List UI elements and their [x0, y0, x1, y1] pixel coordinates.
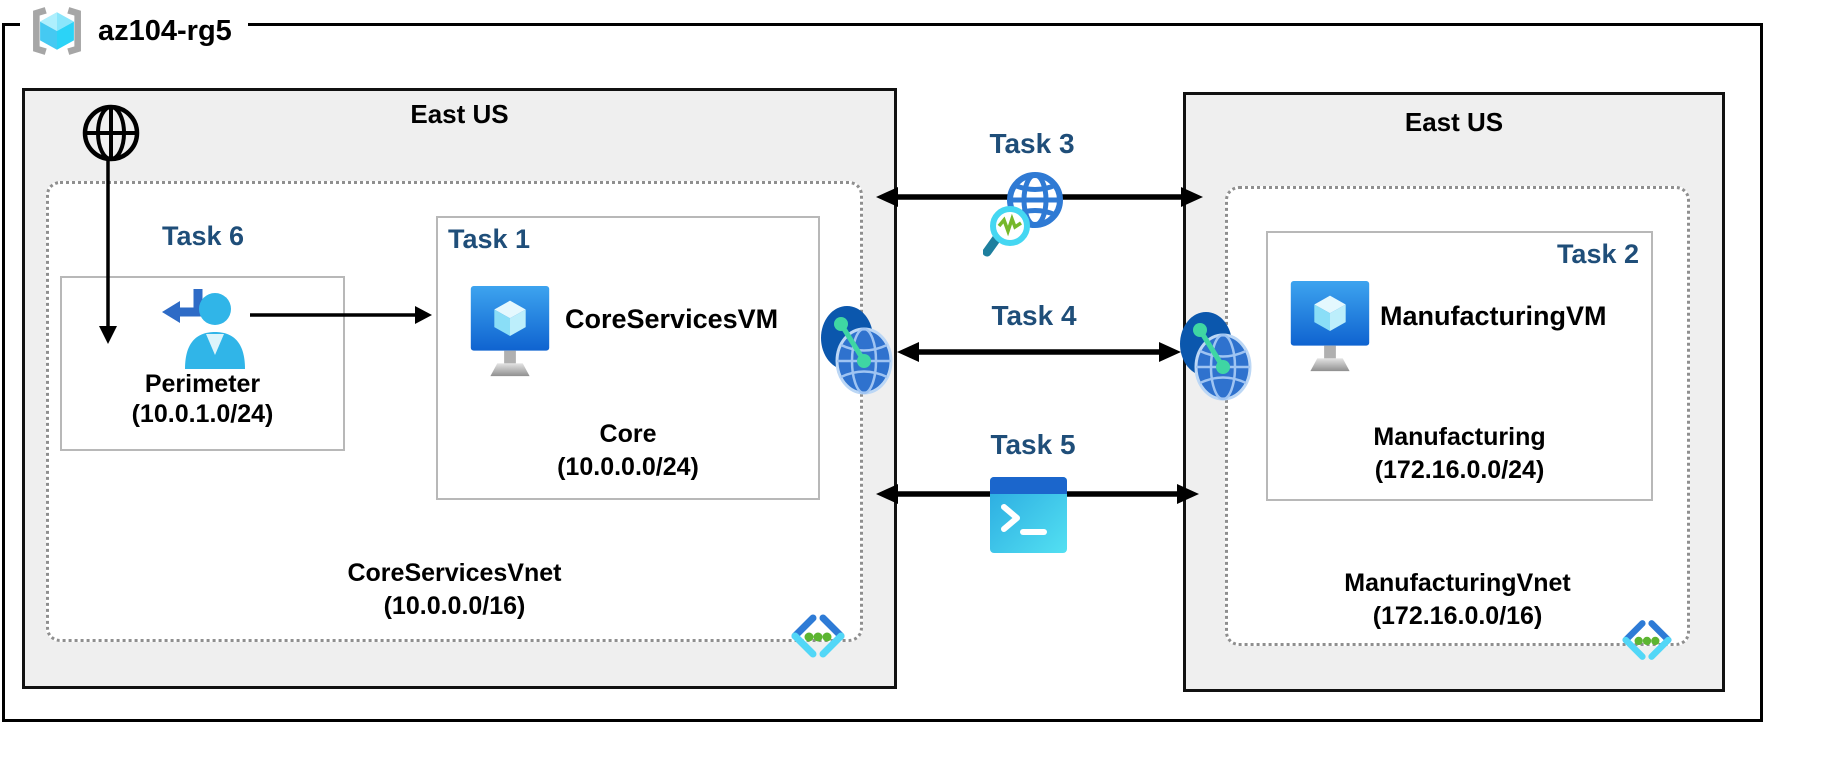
core-services-vm-name: CoreServicesVM [565, 304, 779, 334]
perimeter-name: Perimeter [144, 370, 261, 398]
region-right-east-us: East US Task 2 ManufacturingVM Manufactu… [1183, 92, 1725, 692]
task2-label: Task 2 [1556, 239, 1639, 269]
region-left-east-us: East US Task 6 Perimeter (10.0.1.0/24) T… [22, 88, 897, 689]
vnet-peering-icon [821, 306, 893, 395]
task4-label: Task 4 [991, 300, 1077, 331]
perimeter-subnet-box: Perimeter (10.0.1.0/24) [60, 276, 345, 451]
manufacturing-vnet-label: ManufacturingVnet (172.16.0.0/16) [1225, 567, 1690, 633]
manufacturing-subnet-cidr: (172.16.0.0/24) [1374, 456, 1545, 484]
core-services-vnet-cidr: (10.0.0.0/16) [383, 592, 526, 620]
code-brackets-icon [791, 614, 845, 658]
virtual-machine-icon [470, 285, 550, 377]
core-subnet-cidr: (10.0.0.0/24) [557, 453, 699, 481]
core-services-vnet-label: CoreServicesVnet (10.0.0.0/16) [46, 557, 863, 623]
virtual-machine-icon [1290, 280, 1370, 372]
manufacturing-vnet-cidr: (172.16.0.0/16) [1372, 602, 1543, 630]
manufacturing-vnet-name: ManufacturingVnet [1344, 569, 1571, 597]
network-watcher-icon [983, 172, 1063, 257]
region-right-title: East US [1404, 107, 1504, 137]
task2-box: Task 2 ManufacturingVM Manufacturing (17… [1266, 231, 1653, 501]
core-services-vnet-name: CoreServicesVnet [347, 559, 562, 587]
manufacturing-subnet-label: Manufacturing (172.16.0.0/24) [1268, 421, 1651, 487]
resource-group-name: az104-rg5 [98, 14, 232, 47]
resource-group-box [2, 23, 1763, 722]
cloud-shell-icon [990, 477, 1067, 553]
vnet-peering-icon [1180, 312, 1252, 401]
task1-box: Task 1 CoreServicesVM C [436, 216, 820, 500]
guest-user-icon [161, 289, 245, 369]
core-subnet-label: Core (10.0.0.0/24) [438, 418, 818, 484]
core-subnet-name: Core [599, 420, 657, 448]
task1-label: Task 1 [448, 224, 531, 254]
resource-group-label: az104-rg5 [20, 4, 248, 58]
resource-group-icon [33, 7, 81, 55]
code-brackets-icon [1622, 620, 1672, 660]
manufacturing-vm-name: ManufacturingVM [1380, 301, 1607, 331]
manufacturing-subnet-name: Manufacturing [1373, 423, 1546, 451]
task5-label: Task 5 [990, 429, 1076, 460]
perimeter-cidr: (10.0.1.0/24) [131, 400, 274, 428]
internet-globe-icon [82, 104, 140, 162]
region-left-title: East US [410, 99, 509, 129]
task6-label: Task 6 [161, 221, 245, 251]
task3-label: Task 3 [989, 128, 1075, 159]
